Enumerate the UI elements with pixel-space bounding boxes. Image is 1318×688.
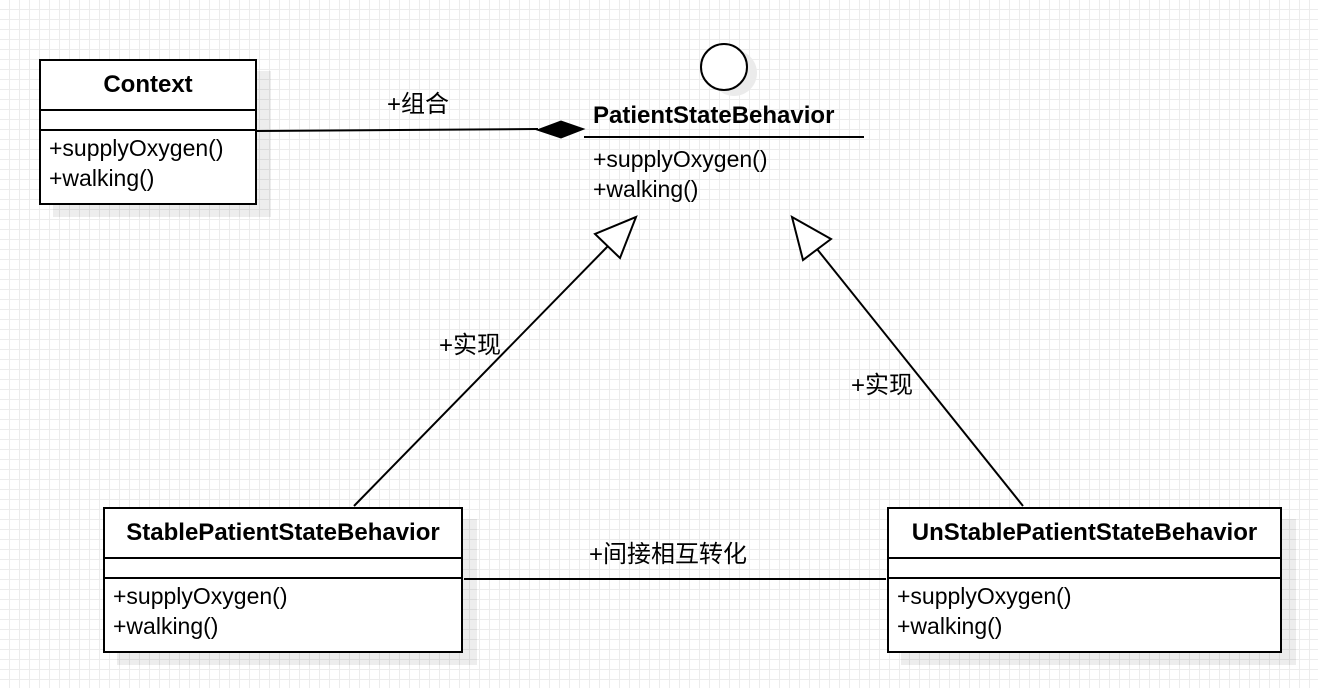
context-attributes — [41, 111, 255, 131]
stable-operation: +walking() — [113, 613, 219, 639]
unstable-operations: +supplyOxygen() +walking() — [889, 579, 1280, 641]
interface-operations: +supplyOxygen() +walking() — [593, 144, 768, 204]
context-operation: +supplyOxygen() — [49, 135, 224, 161]
stable-attributes — [105, 559, 461, 579]
context-operations: +supplyOxygen() +walking() — [41, 131, 255, 193]
realization-label-right: +实现 — [851, 372, 914, 399]
unstable-operation: +supplyOxygen() — [897, 583, 1072, 609]
context-class-name: Context — [41, 61, 255, 111]
stable-class-name: StablePatientStateBehavior — [105, 509, 461, 559]
context-class[interactable]: Context +supplyOxygen() +walking() — [39, 59, 257, 205]
realization-arrowhead-stable-icon — [593, 215, 638, 260]
realization-arrowhead-unstable-icon — [790, 214, 833, 262]
interface-operation: +walking() — [593, 176, 699, 202]
stable-class[interactable]: StablePatientStateBehavior +supplyOxygen… — [103, 507, 463, 653]
stable-operations: +supplyOxygen() +walking() — [105, 579, 461, 641]
realization-label-left: +实现 — [439, 332, 502, 359]
composition-label: +组合 — [387, 91, 450, 118]
unstable-class-name: UnStablePatientStateBehavior — [889, 509, 1280, 559]
realization-line-unstable[interactable] — [816, 248, 1024, 507]
composition-diamond-icon — [535, 120, 586, 139]
unstable-operation: +walking() — [897, 613, 1003, 639]
context-operation: +walking() — [49, 165, 155, 191]
interface-operation: +supplyOxygen() — [593, 146, 768, 172]
unstable-class[interactable]: UnStablePatientStateBehavior +supplyOxyg… — [887, 507, 1282, 653]
association-label: +间接相互转化 — [589, 541, 748, 568]
composition-line[interactable] — [256, 128, 539, 132]
unstable-attributes — [889, 559, 1280, 579]
realization-line-stable[interactable] — [353, 244, 610, 507]
stable-operation: +supplyOxygen() — [113, 583, 288, 609]
interface-circle-icon — [700, 43, 748, 91]
interface-name[interactable]: PatientStateBehavior — [584, 98, 864, 138]
